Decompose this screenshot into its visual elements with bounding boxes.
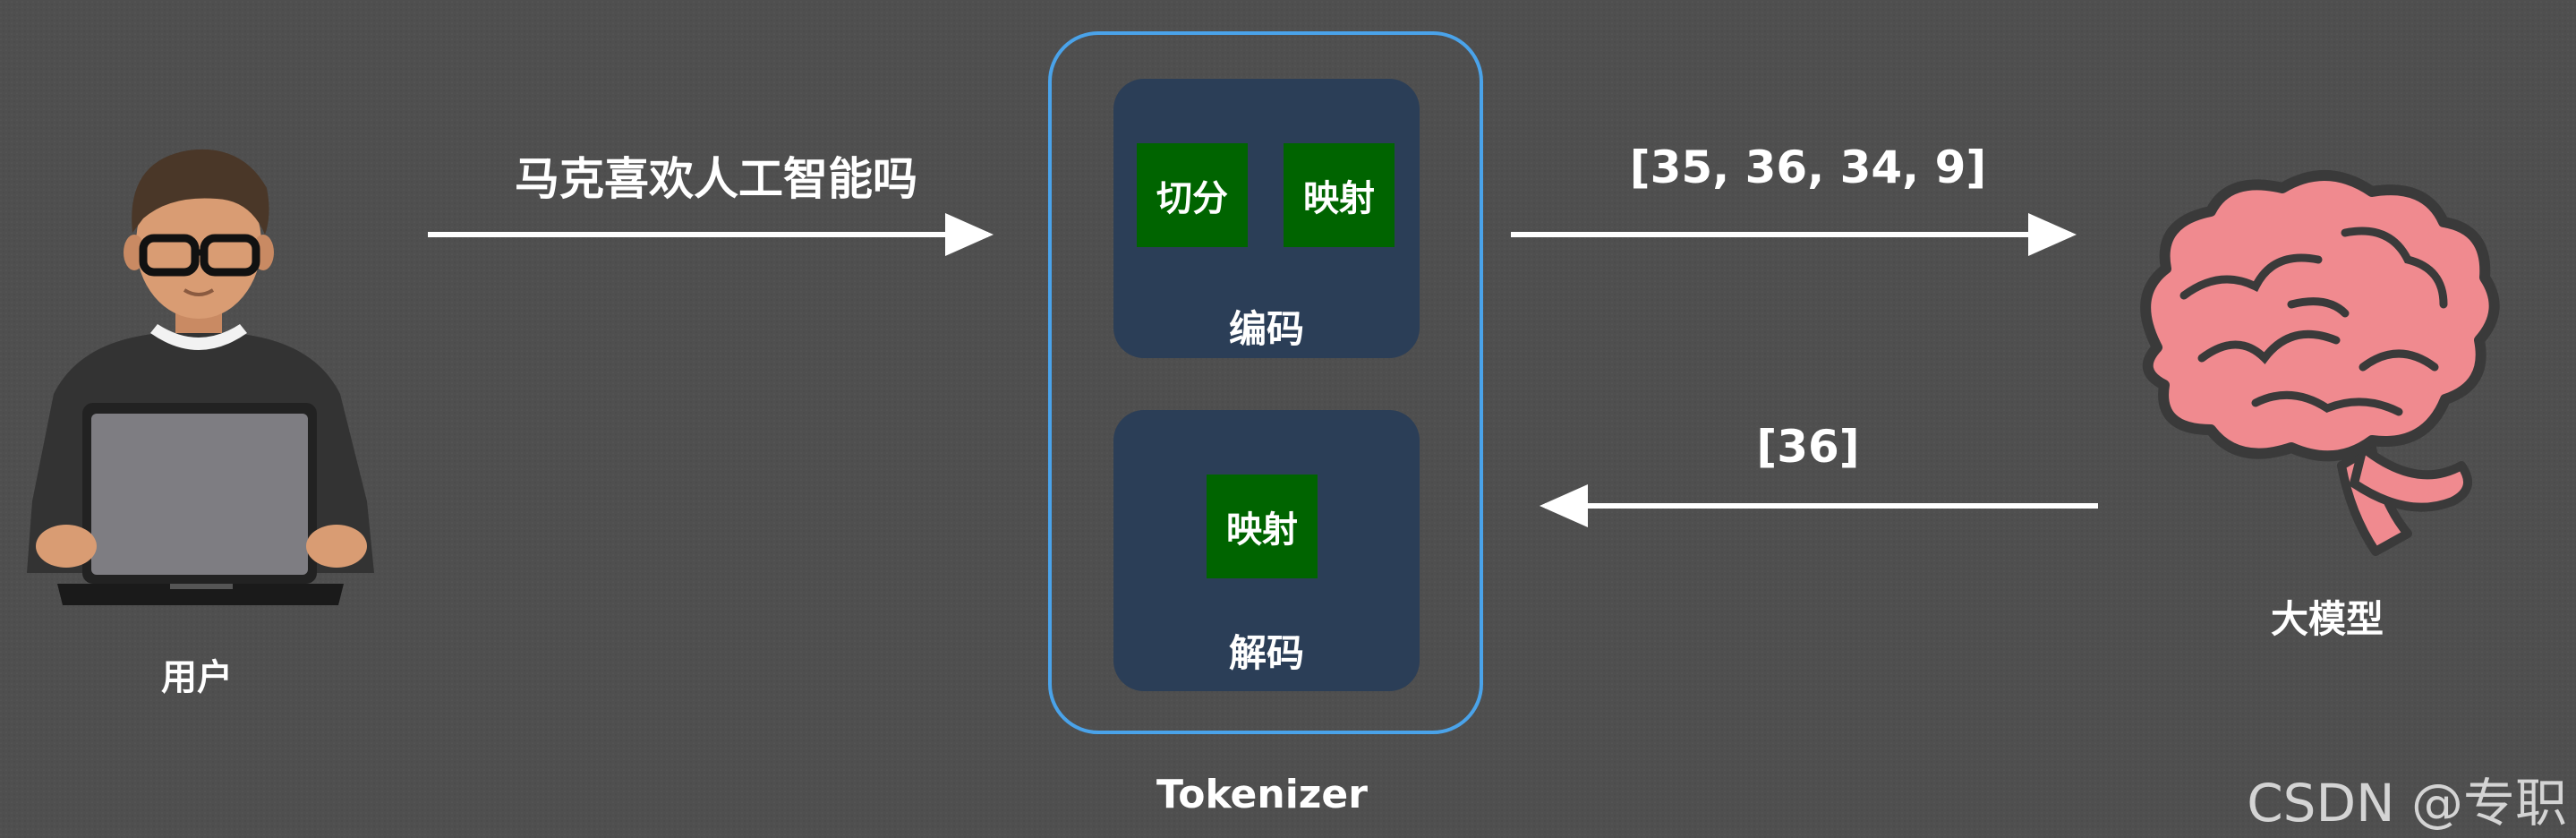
person-with-laptop-icon [27, 149, 374, 605]
decode-step-map: 映射 [1207, 475, 1318, 578]
input-text-label: 马克喜欢人工智能吗 [515, 153, 917, 205]
tokenizer-frame [1048, 31, 1483, 734]
decode-title: 解码 [1228, 631, 1304, 675]
tokens-from-model-label: [36] [1756, 421, 1860, 473]
brain-icon [2140, 169, 2500, 556]
encode-title: 编码 [1228, 307, 1304, 351]
user-label: 用户 [161, 657, 233, 698]
tokenizer-label: Tokenizer [1156, 772, 1368, 817]
encode-step-split: 切分 [1137, 143, 1248, 247]
encode-step-map: 映射 [1284, 143, 1395, 247]
watermark: CSDN @专职 [2247, 773, 2567, 834]
tokens-to-model-label: [35, 36, 34, 9] [1629, 141, 1987, 193]
model-label: 大模型 [2270, 597, 2384, 641]
